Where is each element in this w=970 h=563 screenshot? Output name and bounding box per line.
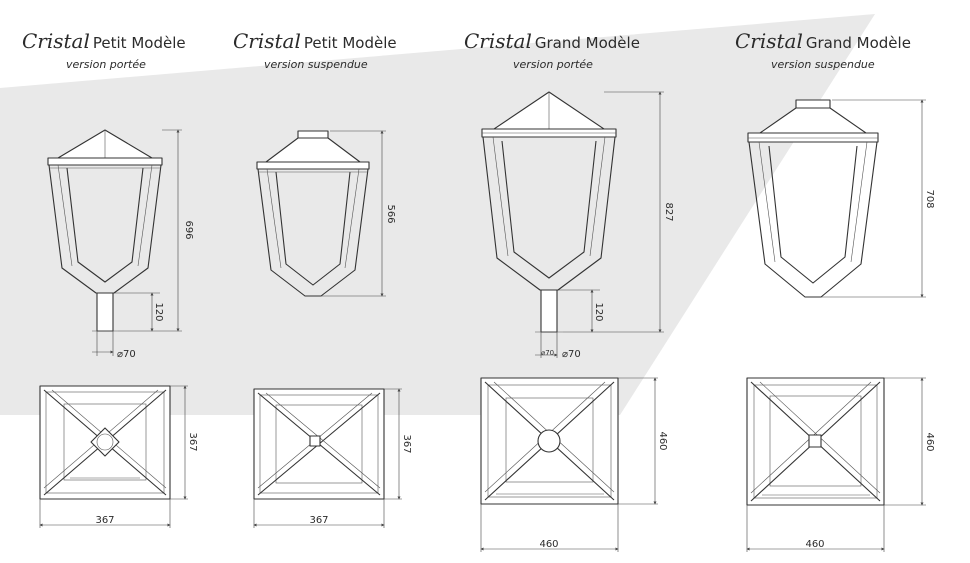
post-dimension: 120 <box>593 302 604 321</box>
post-dimension: 120 <box>153 302 164 321</box>
model-name: Grand Modèle <box>806 34 911 52</box>
diameter-dimension: ⌀70 <box>562 349 581 360</box>
model-name: Petit Modèle <box>93 34 186 52</box>
brand-name: Cristal <box>233 29 301 53</box>
small-diameter-dimension: ⌀70 <box>541 349 554 357</box>
width-dimension: 367 <box>95 515 114 526</box>
height-dimension: 827 <box>663 202 674 221</box>
depth-dimension: 367 <box>401 434 412 453</box>
height-dimension: 708 <box>924 189 935 208</box>
version-label: version portée <box>513 58 593 71</box>
depth-dimension: 367 <box>187 432 198 451</box>
side-view-model-2: 566 <box>256 130 396 297</box>
depth-dimension: 460 <box>924 432 935 451</box>
model-name: Grand Modèle <box>535 34 640 52</box>
top-view-model-3: 460 460 <box>480 377 668 552</box>
side-view-model-3: 827 120 ⌀70 ⌀70 <box>481 91 674 360</box>
height-dimension: 696 <box>183 220 194 239</box>
width-dimension: 460 <box>539 539 558 550</box>
top-view-model-4: 460 460 <box>746 377 935 552</box>
height-dimension: 566 <box>385 204 396 223</box>
version-label: version suspendue <box>264 58 368 71</box>
top-view-model-2: 367 367 <box>253 388 412 528</box>
brand-name: Cristal <box>22 29 90 53</box>
width-dimension: 367 <box>309 515 328 526</box>
side-view-model-1: 696 120 ⌀70 <box>47 129 194 360</box>
width-dimension: 460 <box>805 539 824 550</box>
diameter-dimension: ⌀70 <box>117 349 136 360</box>
depth-dimension: 460 <box>657 431 668 450</box>
background-band <box>0 14 875 415</box>
model-name: Petit Modèle <box>304 34 397 52</box>
brand-name: Cristal <box>735 29 803 53</box>
side-view-model-4: 708 <box>747 99 935 298</box>
version-label: version portée <box>66 58 146 71</box>
brand-name: Cristal <box>464 29 532 53</box>
top-view-model-1: 367 367 <box>39 385 198 528</box>
version-label: version suspendue <box>771 58 875 71</box>
